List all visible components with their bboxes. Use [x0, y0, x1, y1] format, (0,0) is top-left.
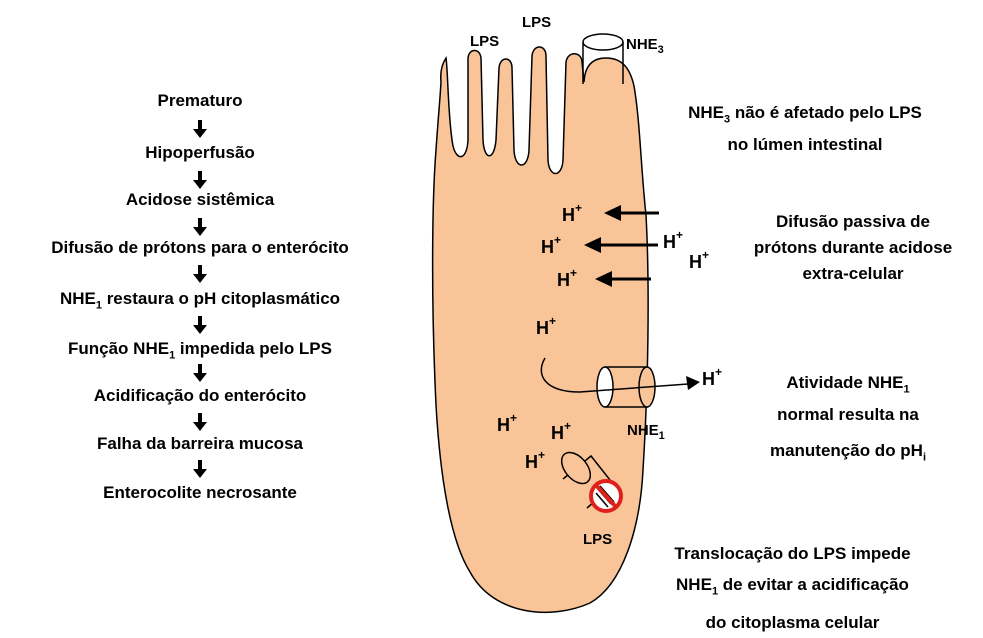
proton-label: H+: [536, 316, 556, 339]
note-translocation: Translocação do LPS impede NHE1 de evita…: [630, 538, 955, 638]
proton-label: H+: [525, 450, 545, 473]
proton-label: H+: [541, 235, 561, 258]
note-nhe3: NHE3 não é afetado pelo LPS no lúmen int…: [650, 100, 960, 158]
proton-label: H+: [497, 413, 517, 436]
proton-label-exported: H+: [702, 367, 722, 390]
proton-label: H+: [557, 268, 577, 291]
note-diffusion: Difusão passiva de prótons durante acido…: [728, 209, 978, 287]
proton-label-extracellular: H+: [689, 250, 709, 273]
enterocyte-diagram: [0, 0, 983, 621]
lps-label-center: LPS: [522, 14, 551, 31]
nhe3-label: NHE3: [626, 36, 664, 56]
proton-label: H+: [562, 203, 582, 226]
proton-label-extracellular: H+: [663, 230, 683, 253]
lps-label-left: LPS: [470, 33, 499, 50]
proton-label: H+: [551, 421, 571, 444]
lps-label-bottom: LPS: [583, 531, 612, 548]
nhe1-label: NHE1: [627, 422, 665, 442]
prohibition-icon: [591, 481, 621, 511]
note-activity: Atividade NHE1 normal resulta na manuten…: [748, 370, 948, 471]
